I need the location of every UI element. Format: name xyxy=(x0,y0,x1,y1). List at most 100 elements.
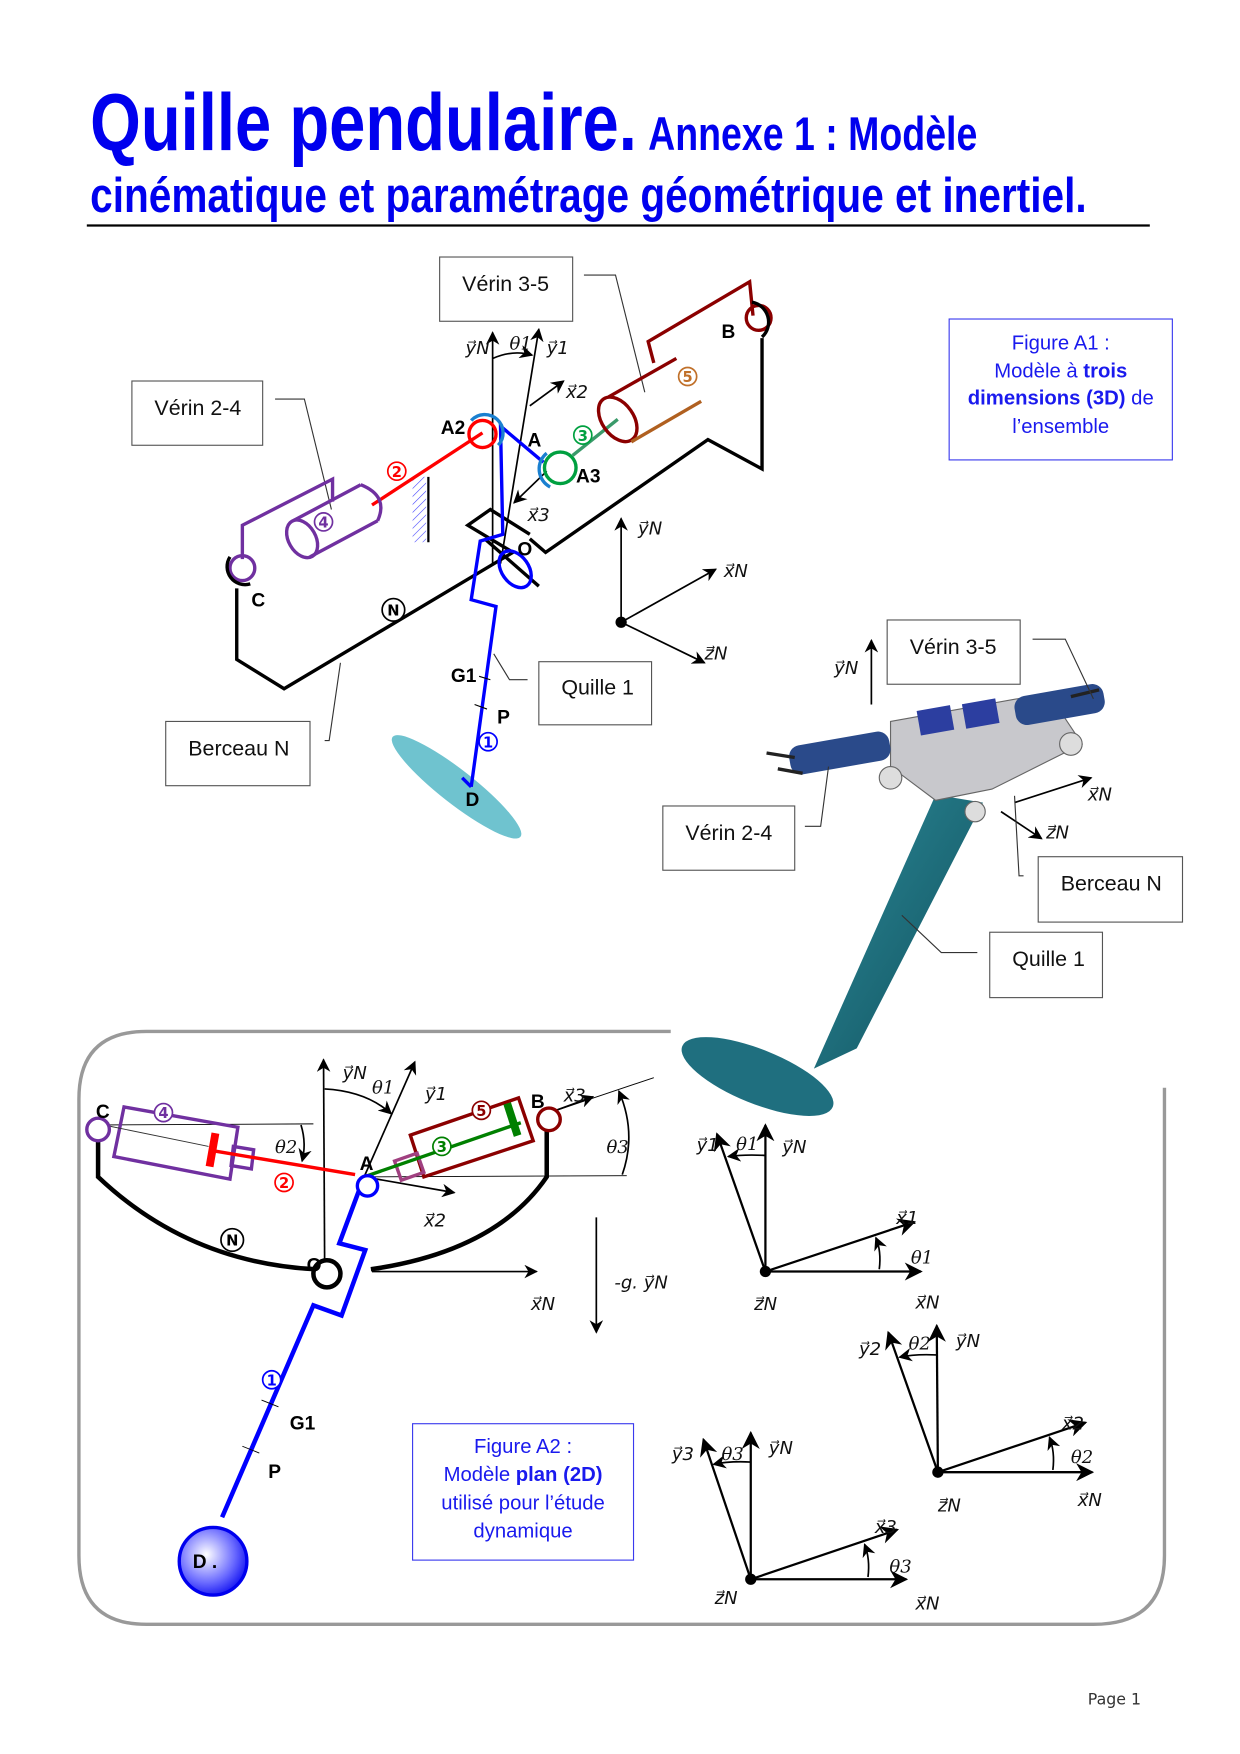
callout-verin-2-4-label: Vérin 2-4 xyxy=(154,396,241,420)
point-c-3d: C xyxy=(251,590,265,611)
svg-text:5: 5 xyxy=(683,369,693,386)
svg-text:y⃗3: y⃗3 xyxy=(671,1444,694,1465)
callout-verin-2-4: Vérin 2-4 xyxy=(131,380,332,510)
svg-text:x⃗N: x⃗N xyxy=(530,1294,555,1315)
berceau-frame-right xyxy=(528,338,764,555)
callout-berceau-n: Berceau N xyxy=(165,662,341,787)
svg-text:z⃗N: z⃗N xyxy=(937,1496,961,1517)
svg-text:θ1: θ1 xyxy=(372,1077,394,1098)
svg-text:y⃗N: y⃗N xyxy=(781,1137,806,1158)
joint-b-2d xyxy=(536,1106,562,1133)
svg-text:utilisé pour l’étude: utilisé pour l’étude xyxy=(441,1492,604,1514)
title-annex: Annexe 1 : Modèle xyxy=(648,108,977,161)
verin-3-5-3d: 3 5 xyxy=(537,279,773,489)
svg-text:y⃗N: y⃗N xyxy=(955,1331,980,1352)
svg-text:θ2: θ2 xyxy=(1071,1447,1093,1468)
point-a-3d: A xyxy=(528,430,542,451)
svg-text:P: P xyxy=(268,1462,281,1483)
svg-text:y⃗N: y⃗N xyxy=(768,1438,793,1459)
part-n-marker-2d: N xyxy=(220,1227,245,1253)
callout-berceau-n-label: Berceau N xyxy=(188,736,289,760)
render-callout-verin-3-5: Vérin 3-5 xyxy=(886,619,1094,700)
svg-text:θ1: θ1 xyxy=(911,1248,933,1269)
joint-a3 xyxy=(542,450,578,486)
render-callout-berceau-n: Berceau N xyxy=(1013,795,1184,923)
svg-text:z⃗N: z⃗N xyxy=(1045,823,1069,844)
svg-text:dimensions (3D) de: dimensions (3D) de xyxy=(968,388,1154,410)
callout-quille-1: Quille 1 xyxy=(493,653,653,726)
keel-bulb-shape xyxy=(391,735,522,839)
svg-text:4: 4 xyxy=(158,1105,168,1122)
svg-text:θ3: θ3 xyxy=(721,1444,743,1465)
render-callout-verin-2-4: Vérin 2-4 xyxy=(662,766,830,871)
svg-text:Quille 1: Quille 1 xyxy=(1012,947,1085,971)
figure-a1-caption: Figure A1 : Modèle à trois dimensions (3… xyxy=(948,318,1173,461)
svg-text:z⃗N: z⃗N xyxy=(704,643,728,664)
label-yN-3d: y⃗N xyxy=(465,338,490,359)
joint-c xyxy=(228,554,257,583)
svg-text:y⃗1: y⃗1 xyxy=(696,1135,719,1156)
render-callout-quille-1: Quille 1 xyxy=(901,914,1104,999)
svg-text:x⃗1: x⃗1 xyxy=(895,1208,918,1229)
svg-text:y⃗N: y⃗N xyxy=(833,658,858,679)
svg-text:z⃗N: z⃗N xyxy=(753,1294,777,1315)
svg-text:x⃗N: x⃗N xyxy=(914,1293,939,1314)
svg-text:x⃗N: x⃗N xyxy=(1077,1490,1102,1511)
render-3d-assembly: y⃗N x⃗N z⃗N Vérin 3-5 Vérin 2-4 Berceau … xyxy=(662,619,1184,1116)
svg-text:y⃗1: y⃗1 xyxy=(424,1084,447,1105)
svg-text:4: 4 xyxy=(318,515,328,532)
svg-text:Vérin 2-4: Vérin 2-4 xyxy=(685,821,772,845)
svg-text:N: N xyxy=(387,602,399,619)
page-number: Page 1 xyxy=(1088,1689,1141,1708)
point-p-3d: P xyxy=(497,708,510,729)
figure-a1-kinematic-3d: Vérin 3-5 Vérin 2-4 Quille 1 Berceau N xyxy=(131,256,773,839)
svg-text:x⃗N: x⃗N xyxy=(723,561,748,582)
svg-text:3: 3 xyxy=(437,1139,447,1156)
svg-text:1: 1 xyxy=(267,1372,277,1389)
label-x2-3d: x⃗2 xyxy=(565,382,588,403)
ground-hatch xyxy=(412,476,427,543)
svg-text:D .: D . xyxy=(193,1552,217,1573)
figure-a2-model-2d: N y⃗N θ1 y⃗1 x⃗2 x⃗3 θ2 θ3 x⃗N -g. y⃗N 4 xyxy=(85,1058,668,1597)
svg-text:Modèle à trois: Modèle à trois xyxy=(994,361,1127,383)
title-main: Quille pendulaire. xyxy=(90,78,637,168)
svg-text:C: C xyxy=(96,1102,110,1123)
joint-a-2d xyxy=(355,1174,380,1198)
point-a3-3d: A3 xyxy=(576,466,601,487)
svg-text:G1: G1 xyxy=(290,1413,316,1434)
callout-quille-1-label: Quille 1 xyxy=(561,675,634,699)
label-y1-3d: y⃗1 xyxy=(546,338,569,359)
svg-text:x⃗2: x⃗2 xyxy=(423,1210,446,1231)
figure-a2-panel xyxy=(77,1029,1167,1627)
svg-text:A: A xyxy=(360,1154,374,1175)
svg-text:Modèle plan (2D): Modèle plan (2D) xyxy=(444,1464,603,1486)
callout-verin-3-5-label: Vérin 3-5 xyxy=(462,272,549,296)
keel-link-1: 1 xyxy=(460,422,545,789)
svg-text:θ3: θ3 xyxy=(606,1137,628,1158)
point-d-3d: D xyxy=(466,790,480,811)
svg-text:z⃗N: z⃗N xyxy=(714,1588,738,1609)
joint-a2 xyxy=(467,418,498,450)
berceau-frame-left xyxy=(235,507,531,691)
svg-text:θ2: θ2 xyxy=(275,1137,297,1158)
rotation-frame-1: y⃗1 θ1 y⃗N x⃗1 θ1 z⃗N x⃗N xyxy=(696,1123,939,1315)
svg-text:x⃗2: x⃗2 xyxy=(1061,1413,1084,1434)
title-line2: cinématique et paramétrage géométrique e… xyxy=(90,167,1086,223)
svg-text:O: O xyxy=(307,1256,322,1277)
svg-text:y⃗N: y⃗N xyxy=(342,1063,367,1084)
keel-bulb-d xyxy=(177,1525,249,1597)
rotation-frame-3: y⃗3 θ3 y⃗N x⃗3 θ3 z⃗N x⃗N xyxy=(671,1430,939,1615)
point-o-3d: O xyxy=(517,540,532,561)
svg-text:5: 5 xyxy=(476,1103,486,1120)
label-theta1-3d: θ1 xyxy=(510,333,532,354)
svg-text:Figure A1 :: Figure A1 : xyxy=(1012,332,1110,354)
svg-text:y⃗2: y⃗2 xyxy=(858,1339,881,1360)
svg-text:2: 2 xyxy=(392,464,402,481)
svg-text:x⃗N: x⃗N xyxy=(1087,784,1112,805)
joint-o-2d xyxy=(311,1258,343,1290)
svg-text:Figure A2 :: Figure A2 : xyxy=(474,1436,572,1458)
title: Quille pendulaire. Annexe 1 : Modèle cin… xyxy=(86,78,1150,227)
svg-text:2: 2 xyxy=(279,1175,289,1192)
svg-text:l’ensemble: l’ensemble xyxy=(1012,416,1109,438)
